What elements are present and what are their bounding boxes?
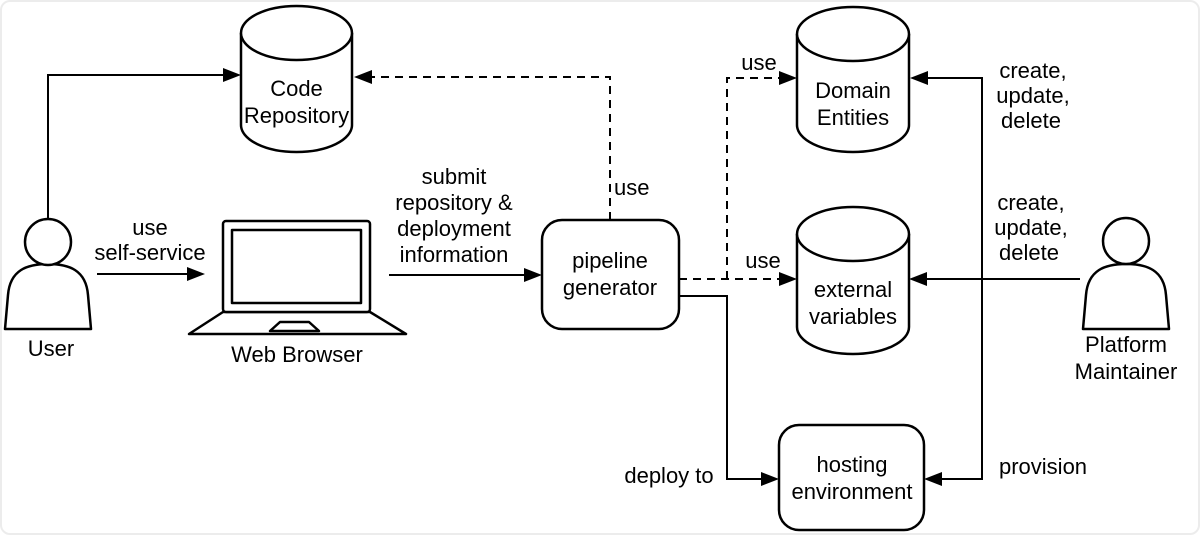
domain-entities-label-line2: Entities (817, 105, 889, 130)
submit-info-label-line2: repository & (395, 190, 513, 215)
code-repository-label-line1: Code (270, 76, 323, 101)
user-body (3, 262, 93, 331)
crud-domain-entities-label-line2: update, (996, 83, 1069, 108)
deploy-to-label: deploy to (624, 463, 713, 488)
arrowhead-into-external-variables-left (779, 272, 797, 286)
crud-external-variables-label-line3: delete (999, 240, 1059, 265)
pipeline-generator-box (540, 218, 681, 331)
web-browser-label: Web Browser (231, 342, 363, 367)
hosting-environment-node: hosting environment (777, 423, 926, 532)
platform-maintainer-label-line2: Maintainer (1075, 359, 1178, 384)
arrowhead-into-external-variables-right (909, 272, 927, 286)
platform-maintainer-head (1101, 216, 1151, 266)
platform-maintainer-body (1081, 262, 1171, 331)
provision-label: provision (999, 454, 1087, 479)
arrowhead-into-domain-entities-left (779, 71, 797, 85)
arrowhead-into-code-repository-left (223, 68, 241, 82)
edge-pipeline-generator-to-code-repository (372, 76, 611, 220)
arrowhead-into-domain-entities-right (910, 71, 928, 85)
code-repository-label-line2: Repository (244, 103, 349, 128)
database-icon-code-repository (239, 33, 354, 154)
hosting-environment-label-line1: hosting (817, 452, 888, 477)
submit-info-label-line4: information (400, 242, 509, 267)
database-icon-domain-entities-top (795, 5, 911, 63)
platform-maintainer-label-line1: Platform (1085, 332, 1167, 357)
database-icon-external-variables-top (795, 205, 911, 263)
crud-domain-entities-label-line3: delete (1001, 108, 1061, 133)
use-external-variables-label: use (745, 248, 780, 273)
submit-info-label-line3: deployment (397, 216, 511, 241)
user-actor: User (3, 217, 93, 361)
external-variables-label-line2: variables (809, 304, 897, 329)
crud-external-variables-label-line2: update, (994, 215, 1067, 240)
edge-labels-layer: use self-service submit repository & dep… (94, 50, 1087, 488)
pipeline-generator-label-line2: generator (563, 275, 657, 300)
arrowhead-into-pipeline-generator (524, 268, 542, 282)
edge-platform-maintainer-to-hosting-environment (942, 279, 983, 480)
edge-user-to-code-repository (47, 74, 223, 219)
arrowhead-into-hosting-environment-left (761, 472, 779, 486)
domain-entities-label-line1: Domain (815, 78, 891, 103)
database-icon-code-repository-top (239, 4, 354, 62)
edge-platform-maintainer-to-domain-entities (928, 77, 983, 279)
user-head (23, 217, 73, 267)
edge-pipeline-generator-to-domain-entities (726, 77, 779, 279)
web-browser-laptop: Web Browser (187, 219, 408, 367)
pipeline-generator-node: pipeline generator (540, 218, 681, 331)
user-label: User (28, 336, 74, 361)
hosting-environment-label-line2: environment (791, 479, 912, 504)
database-icon-external-variables (795, 234, 911, 356)
edge-pipeline-generator-to-hosting-environment (679, 295, 761, 480)
arrowhead-into-web-browser (187, 267, 205, 281)
use-self-service-label-line1: use (132, 215, 167, 240)
use-code-repository-label: use (614, 175, 649, 200)
laptop-touchpad (268, 320, 321, 333)
crud-domain-entities-label-line1: create, (999, 58, 1066, 83)
database-icon-domain-entities (795, 34, 911, 154)
pipeline-generator-label-line1: pipeline (572, 248, 648, 273)
edges-layer (47, 68, 1080, 486)
platform-maintainer-actor: Platform Maintainer (1075, 216, 1178, 384)
external-variables-node: external variables (795, 205, 911, 356)
use-self-service-label-line2: self-service (94, 240, 205, 265)
arrowhead-into-hosting-environment-right (924, 472, 942, 486)
submit-info-label-line1: submit (422, 164, 487, 189)
crud-external-variables-label-line1: create, (997, 190, 1064, 215)
code-repository-node: Code Repository (239, 4, 354, 154)
use-domain-entities-label: use (741, 50, 776, 75)
domain-entities-node: Domain Entities (795, 5, 911, 154)
arrowhead-into-code-repository-right (354, 70, 372, 84)
laptop-screen-inner (230, 228, 363, 305)
external-variables-label-line1: external (814, 277, 892, 302)
hosting-environment-box (777, 423, 926, 532)
